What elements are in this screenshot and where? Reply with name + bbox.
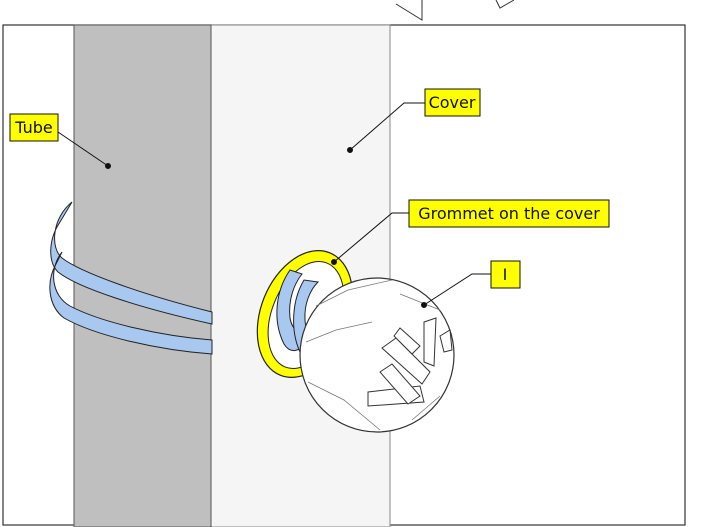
callout-cover-text: Cover	[429, 93, 476, 112]
tube-leader-dot	[106, 164, 111, 169]
callout-grommet: Grommet on the cover	[409, 200, 609, 227]
cover-leader-dot	[348, 148, 353, 153]
callout-item-text: I	[503, 265, 508, 284]
callout-item: I	[491, 261, 520, 288]
top-edge-shapes	[396, 0, 514, 20]
callout-tube: Tube	[10, 114, 58, 141]
grommet-leader-dot	[332, 260, 337, 265]
callout-tube-text: Tube	[14, 118, 52, 137]
callout-cover: Cover	[425, 89, 480, 116]
item-leader-dot	[422, 303, 427, 308]
callout-grommet-text: Grommet on the cover	[418, 204, 600, 223]
